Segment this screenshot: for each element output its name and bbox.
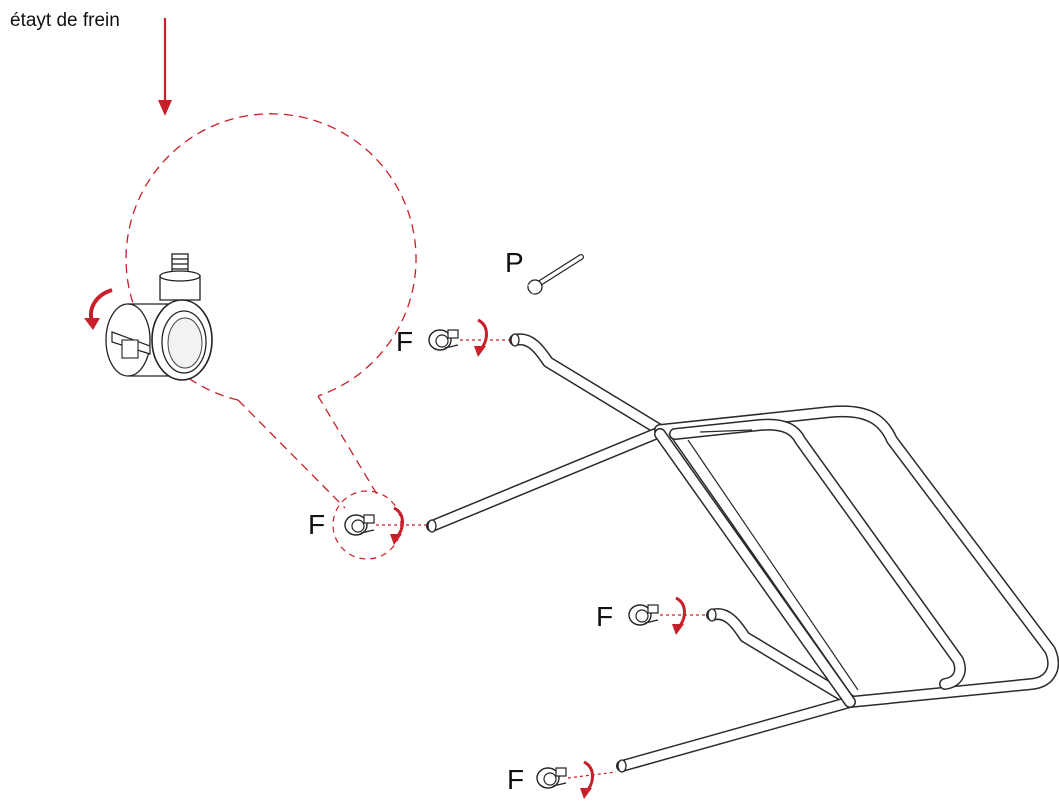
caster-icon	[344, 514, 375, 536]
callout-label: étayt de frein	[10, 10, 120, 31]
rotate-arrow-icon	[672, 596, 686, 635]
caster-1-label: F	[396, 326, 413, 357]
caster-4: F	[507, 760, 617, 799]
caster-3-label: F	[596, 601, 613, 632]
caster-3: F	[596, 596, 706, 635]
rotate-arrow-icon	[474, 318, 488, 357]
rotate-arrow-icon	[580, 760, 594, 799]
magnified-detail-callout	[125, 113, 417, 509]
tool-label: P	[505, 247, 524, 278]
caster-2-label: F	[308, 509, 325, 540]
caster-icon	[628, 604, 659, 626]
caster-icon	[428, 329, 459, 351]
frame-tubes	[426, 333, 1059, 773]
caster-4-label: F	[507, 764, 524, 795]
wrench-icon	[527, 254, 584, 295]
caster-1: F	[396, 318, 510, 357]
caster-icon	[536, 767, 567, 789]
detail-highlight-circle	[332, 490, 402, 560]
callout-arrow	[158, 18, 172, 116]
caster-2: F	[308, 490, 426, 560]
rotate-arrow-icon	[84, 288, 113, 330]
magnified-caster-icon	[105, 253, 213, 381]
